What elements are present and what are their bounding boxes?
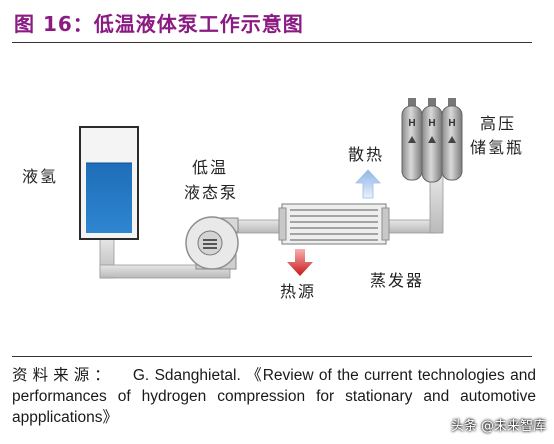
heat-source-arrow xyxy=(287,249,313,276)
hydrogen-cylinders: H H H xyxy=(401,98,463,183)
cylinder-badge: H xyxy=(448,118,455,129)
top-divider xyxy=(12,42,532,43)
liquid-hydrogen-tank xyxy=(79,126,139,240)
hydrogen-cylinder xyxy=(421,98,443,183)
source-note: 资料来源：G. Sdanghietal. 《Review of the curr… xyxy=(12,365,536,428)
source-citation: G. Sdanghietal. 《Review of the current t… xyxy=(12,367,536,426)
storage-label-line1: 高压 xyxy=(480,114,516,133)
liquid-hydrogen-label: 液氢 xyxy=(22,167,58,186)
bottom-divider xyxy=(12,356,532,357)
pump-label-line1: 低温 xyxy=(192,158,228,177)
storage-label-line2: 储氢瓶 xyxy=(470,138,524,157)
cryogenic-pump xyxy=(185,216,239,270)
figure-title: 图 16：低温液体泵工作示意图 xyxy=(14,12,304,36)
heat-source-label: 热源 xyxy=(280,282,316,301)
heat-dissipation-label: 散热 xyxy=(348,145,384,164)
pump-diagram: H H H 液氢 低温 液态泵 散热 热源 蒸发器 高压 储氢瓶 xyxy=(22,98,524,301)
source-label: 资料来源： xyxy=(12,366,115,384)
cylinder-badge: H xyxy=(408,118,415,129)
evaporator-label: 蒸发器 xyxy=(370,271,424,290)
pump-label-line2: 液态泵 xyxy=(184,183,238,202)
cylinder-badge: H xyxy=(428,118,435,129)
watermark: 头条 @未来智库 xyxy=(450,419,546,434)
heat-dissipation-arrow xyxy=(355,169,381,199)
pipe-network xyxy=(99,174,444,279)
evaporator xyxy=(278,203,390,245)
